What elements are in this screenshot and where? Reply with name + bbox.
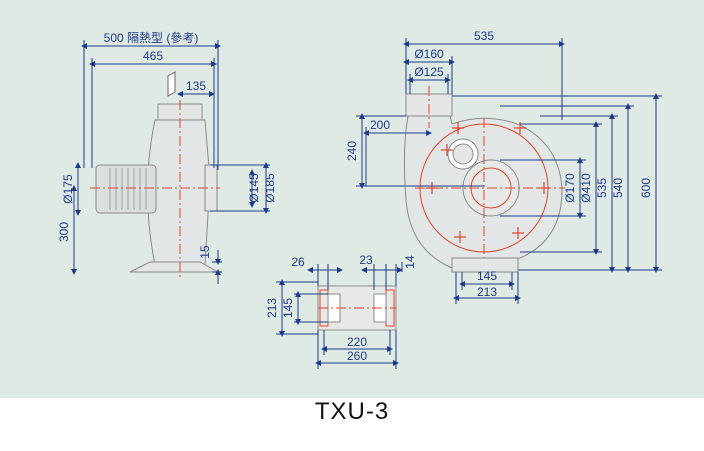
base-width-260-label: 260	[347, 349, 367, 363]
front-base	[451, 257, 519, 273]
side-motor-dia-label: Ø175	[61, 174, 75, 204]
side-vent-flap	[167, 71, 176, 97]
base-inner-label: 145	[477, 269, 497, 283]
base-edge-14-label: 14	[403, 255, 417, 269]
side-insulated-width-label: 500 隔熱型 (參考)	[104, 30, 199, 45]
base-depth-213-label: 213	[265, 298, 279, 318]
side-motor	[95, 164, 157, 214]
bolt-circle-label: Ø410	[579, 173, 593, 203]
inlet-dia-label: Ø170	[563, 173, 577, 203]
motor-fins	[109, 168, 147, 210]
front-dimension-lines	[356, 38, 662, 304]
outlet-offset-y-label: 240	[345, 141, 359, 161]
base-view: 26 23 14 213 145 220 260	[265, 253, 417, 369]
base-width-220-label: 220	[347, 335, 367, 349]
side-height-label: 300	[57, 222, 71, 242]
side-dimension-lines	[71, 40, 270, 284]
side-width-label: 465	[143, 49, 163, 63]
outlet-outer-dia-label: Ø160	[414, 47, 444, 61]
base-outer-label: 213	[477, 285, 497, 299]
base-depth-145-label: 145	[281, 298, 295, 318]
side-base-thickness-label: 15	[198, 245, 212, 259]
height-540-label: 540	[611, 178, 625, 198]
side-housing	[147, 119, 211, 266]
side-inlet-outer-label: Ø185	[263, 173, 277, 203]
front-width-label: 535	[474, 29, 494, 43]
model-caption: TXU-3	[314, 398, 390, 425]
side-view: 500 隔熱型 (參考) 465 135 Ø175 300 Ø145 Ø185 …	[57, 30, 277, 284]
front-port-inner	[452, 143, 474, 165]
outlet-inner-dia-label: Ø125	[414, 65, 444, 79]
side-outlet-offset-label: 135	[186, 79, 206, 93]
front-view: 535 Ø160 Ø125 200 240 Ø170 Ø410 535 540 …	[345, 29, 662, 304]
outlet-offset-x-label: 200	[370, 118, 390, 132]
side-base	[129, 261, 220, 273]
base-slot-23-label: 23	[359, 253, 373, 267]
height-535-label: 535	[595, 178, 609, 198]
base-dimension-lines	[276, 262, 403, 369]
height-600-label: 600	[639, 178, 653, 198]
side-inlet-inner-label: Ø145	[247, 173, 261, 203]
base-slot-26-label: 26	[291, 255, 305, 269]
